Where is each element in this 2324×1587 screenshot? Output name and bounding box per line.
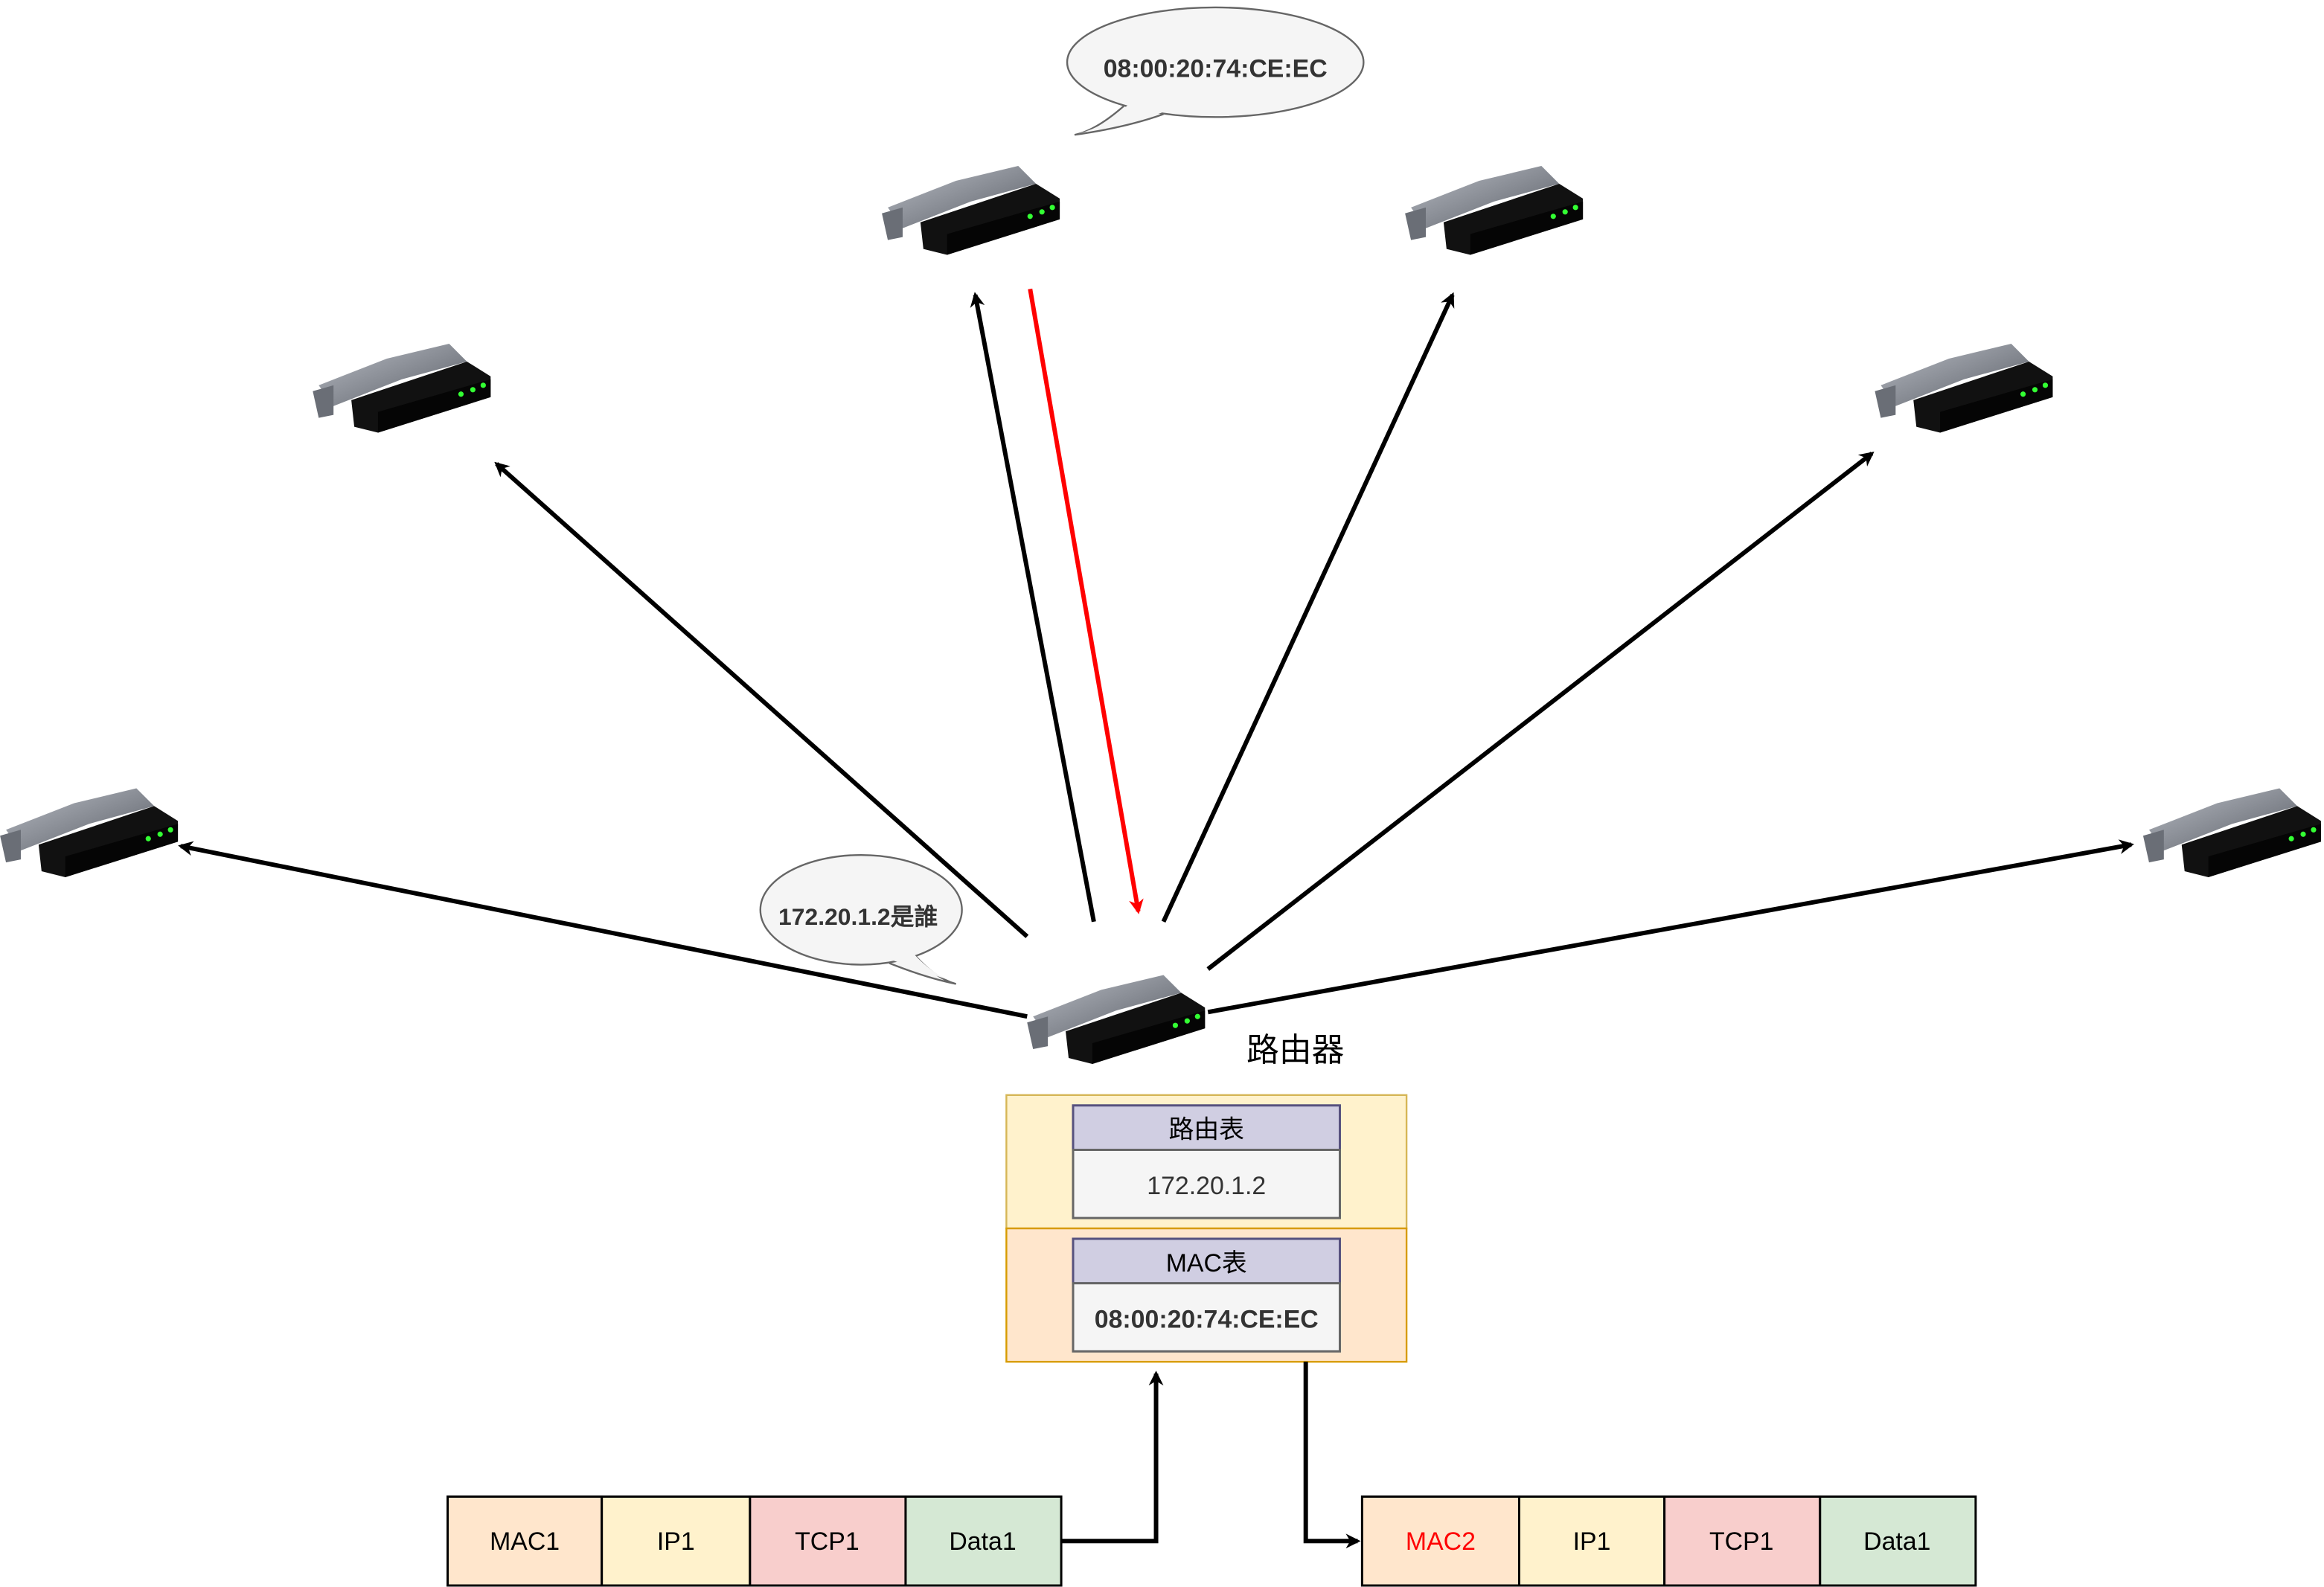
mac-table-header bbox=[1072, 1237, 1341, 1285]
packet-field: IP1 bbox=[1573, 1527, 1611, 1556]
packet-field: MAC2 bbox=[1406, 1527, 1476, 1556]
mac-table-cell bbox=[1072, 1282, 1341, 1353]
broadcast-arrow bbox=[970, 292, 1096, 923]
reply-bubble: 08:00:20:74:CE:EC bbox=[1066, 6, 1365, 136]
packet-out-arrow bbox=[1303, 1362, 1361, 1549]
packet-out: MAC2 IP1 TCP1 Data1 bbox=[1360, 1495, 1977, 1587]
reply-arrow bbox=[1028, 288, 1144, 914]
broadcast-arrow bbox=[494, 461, 1029, 938]
packet-field: MAC1 bbox=[490, 1527, 560, 1556]
routing-table-cell bbox=[1072, 1148, 1341, 1219]
broadcast-arrow bbox=[1206, 451, 1875, 971]
routing-table-value: 172.20.1.2 bbox=[1147, 1172, 1266, 1200]
mac-table-title: MAC表 bbox=[1166, 1249, 1247, 1277]
router-label: 路由器 bbox=[1246, 1032, 1344, 1068]
routing-table-header bbox=[1072, 1104, 1341, 1151]
packet-field: Data1 bbox=[1863, 1527, 1930, 1556]
broadcast-arrow bbox=[1207, 839, 2134, 1015]
host-router-icon bbox=[313, 344, 491, 433]
routing-table-title: 路由表 bbox=[1168, 1116, 1244, 1144]
host-router-icon bbox=[1405, 166, 1584, 255]
packet-in-arrow bbox=[1061, 1370, 1164, 1544]
router-tables: 路由表 172.20.1.2 MAC表 08:00:20:74:CE:EC bbox=[1005, 1094, 1408, 1363]
packet-field: TCP1 bbox=[795, 1527, 860, 1556]
host-router-icon bbox=[2142, 788, 2321, 878]
query-bubble-text: 172.20.1.2是誰 bbox=[778, 903, 938, 930]
packet-field: Data1 bbox=[949, 1527, 1016, 1556]
mac-table-value: 08:00:20:74:CE:EC bbox=[1095, 1305, 1319, 1333]
host-router-icon bbox=[1875, 344, 2053, 433]
query-bubble: 172.20.1.2是誰 bbox=[759, 853, 963, 985]
host-router-icon bbox=[882, 166, 1060, 255]
reply-bubble-text: 08:00:20:74:CE:EC bbox=[1104, 55, 1328, 83]
central-router-icon bbox=[1027, 975, 1206, 1064]
packet-field: IP1 bbox=[657, 1527, 695, 1556]
broadcast-arrow bbox=[1161, 292, 1455, 923]
packet-field: TCP1 bbox=[1709, 1527, 1774, 1556]
host-router-icon bbox=[0, 788, 179, 878]
broadcast-arrow bbox=[178, 841, 1028, 1019]
packet-in: MAC1 IP1 TCP1 Data1 bbox=[446, 1495, 1063, 1587]
